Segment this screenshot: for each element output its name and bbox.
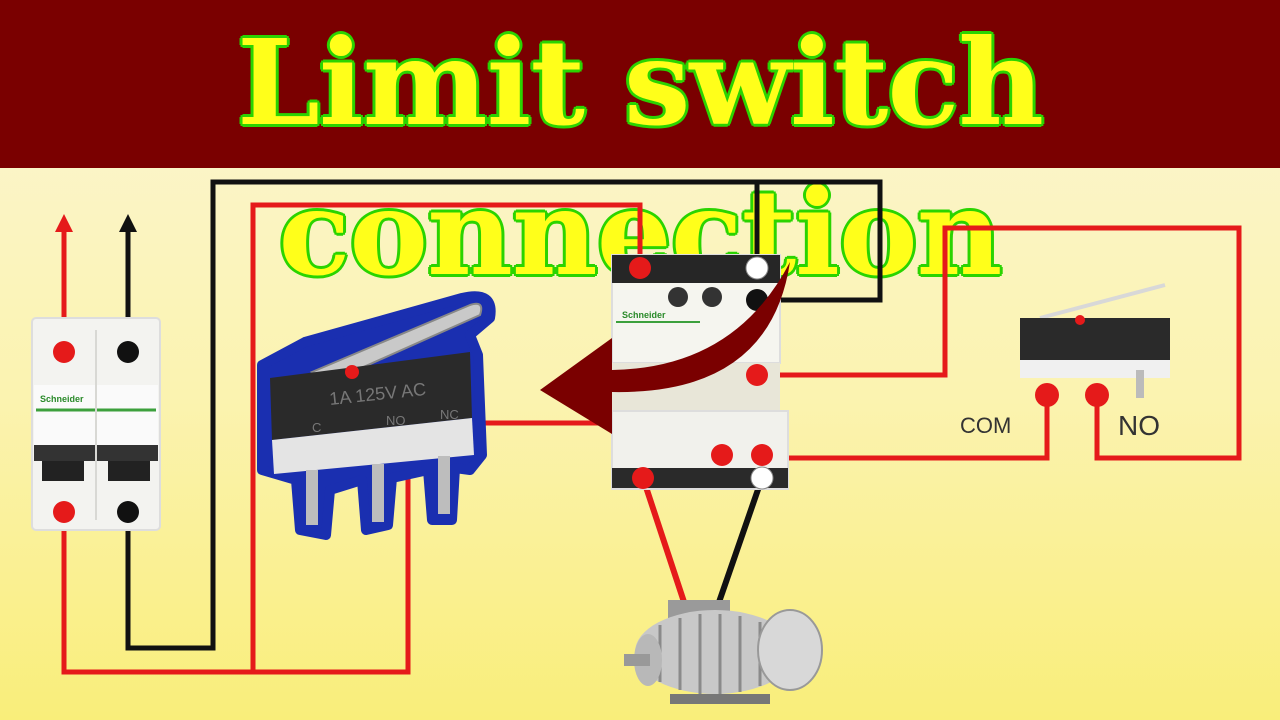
curved-arrow-icon <box>540 262 790 434</box>
live-wire-limit-loop <box>757 225 1242 461</box>
title-banner <box>0 0 1280 168</box>
up-arrow-icon <box>119 214 137 232</box>
motor-icon <box>624 600 823 704</box>
live-wire-com <box>762 395 1050 461</box>
breaker-terminal-neutral-in <box>117 341 139 363</box>
small-limit-switch <box>1020 283 1170 407</box>
microswitch-pin-no: NO <box>386 413 406 428</box>
overload-terminal-96 <box>751 444 773 466</box>
live-wire-breaker-out <box>61 202 643 675</box>
neutral-wire-breaker-to-top <box>125 179 883 651</box>
limit-terminal-com <box>1035 383 1059 407</box>
contactor-terminal-a1 <box>629 257 651 279</box>
limit-switch-icon: 1A 125V AC C NO NC <box>257 291 496 540</box>
live-wire-switch-common <box>253 478 411 675</box>
up-arrow-icon <box>55 214 73 232</box>
circuit-breaker: Schneider <box>31 317 161 531</box>
com-label: COM <box>960 413 1011 438</box>
overload-terminal-t1 <box>632 467 654 489</box>
no-label: NO <box>1118 410 1160 441</box>
microswitch-pin-nc: NC <box>440 407 459 422</box>
limit-terminal-no <box>1085 383 1109 407</box>
overload-terminal-95 <box>711 444 733 466</box>
overload-terminal-t2 <box>750 466 774 490</box>
breaker-terminal-live-in <box>53 341 75 363</box>
breaker-terminal-live-out <box>53 501 75 523</box>
contactor-terminal-14 <box>746 364 768 386</box>
live-wire-motor <box>640 477 688 606</box>
contactor-terminal-a2 <box>745 256 769 280</box>
breaker-terminal-neutral-out <box>117 501 139 523</box>
breaker-brand: Schneider <box>40 394 84 404</box>
neutral-wire-motor <box>715 477 765 606</box>
contactor-brand: Schneider <box>622 310 666 320</box>
microswitch-pin-c: C <box>312 420 321 435</box>
